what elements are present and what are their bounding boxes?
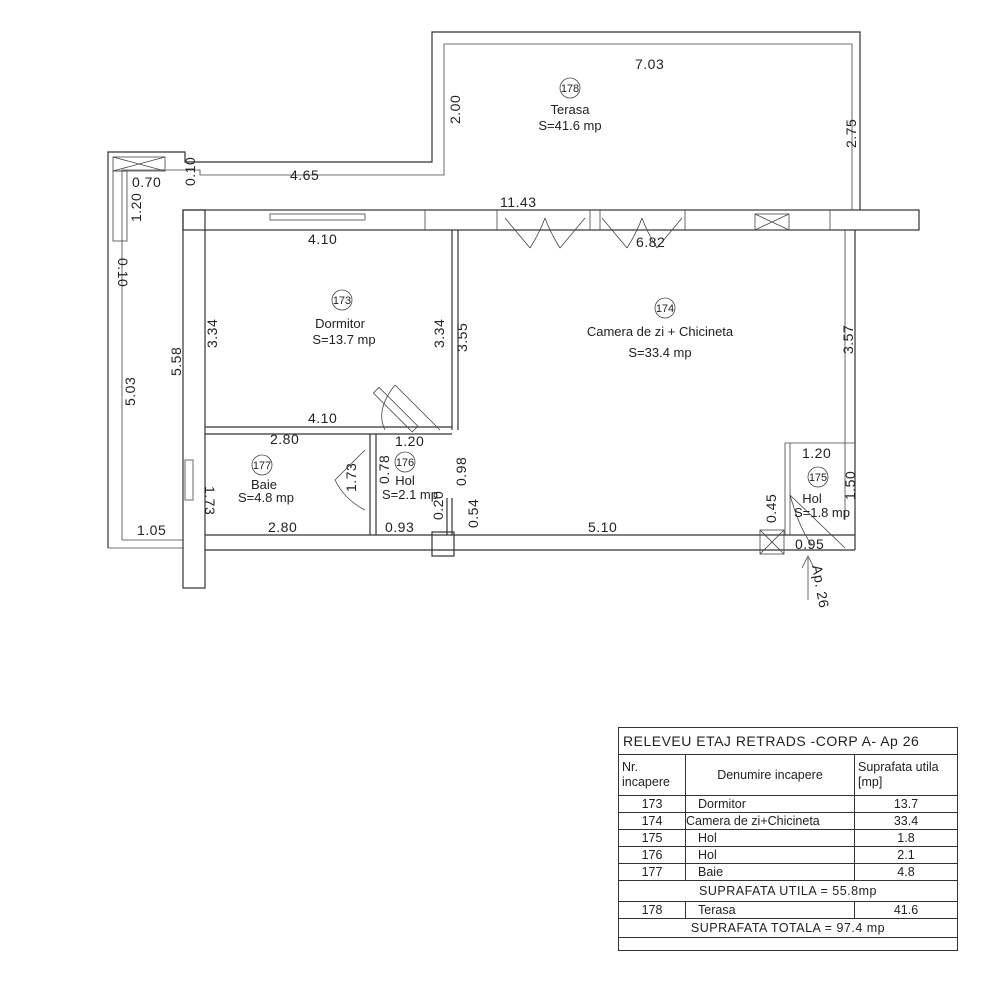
- dim-living-right: 3.57: [840, 325, 856, 354]
- dim-hall176-top: 1.20: [395, 433, 424, 449]
- useful-total: SUPRAFATA UTILA = 55.8mp: [619, 880, 957, 902]
- dim-small-wall: 0.20: [430, 491, 446, 520]
- room-176-label: 176 Hol S=2.1 mp: [382, 451, 438, 502]
- room-name: Baie: [251, 477, 277, 492]
- dim-terrace-left: 2.00: [447, 95, 463, 124]
- dim-hall176-w: 0.78: [376, 455, 392, 484]
- room-name: Dormitor: [315, 316, 366, 331]
- dimension-labels: 7.03 2.00 2.75 0.10 4.65 11.43 0.70 1.20…: [115, 56, 859, 552]
- dim-window-h: 1.20: [128, 193, 144, 222]
- dim-bath-left: 1.73: [202, 486, 218, 515]
- dim-hall176-bottom-right: 0.54: [465, 499, 481, 528]
- legend-header-row: Nr. incapere Denumire incapere Suprafata…: [619, 755, 957, 796]
- room-area: S=33.4 mp: [628, 345, 691, 360]
- header-name: Denumire incapere: [685, 755, 855, 796]
- room-173-label: 173 Dormitor S=13.7 mp: [312, 289, 376, 347]
- terrace-outline: [107, 31, 861, 549]
- dim-hall176-door: 1.73: [343, 463, 359, 492]
- room-number: 174: [656, 303, 674, 315]
- dim-hall176-right: 0.98: [453, 457, 469, 486]
- table-row: 176 Hol 2.1: [619, 846, 957, 864]
- room-number: 175: [809, 472, 827, 484]
- room-174-label: 174 Camera de zi + Chicineta S=33.4 mp: [587, 297, 734, 360]
- dim-hall175-bottom: 0.95: [795, 536, 824, 552]
- table-row: 175 Hol 1.8: [619, 829, 957, 847]
- dim-bedroom-left: 3.34: [204, 319, 220, 348]
- room-name: Hol: [802, 491, 822, 506]
- dim-bath-bottom: 2.80: [268, 519, 297, 535]
- dim-outer-left: 5.03: [122, 377, 138, 406]
- dim-terrace-width: 7.03: [635, 56, 664, 72]
- apartment-walls: [182, 209, 920, 600]
- dim-window-w: 0.70: [132, 174, 161, 190]
- cell-name: Dormitor: [685, 795, 855, 813]
- room-area: S=41.6 mp: [538, 118, 601, 133]
- room-number: 177: [253, 460, 271, 472]
- dim-parapet-length: 4.65: [290, 167, 319, 183]
- parapet-window: [112, 156, 166, 242]
- grand-total-row: SUPRAFATA TOTALA = 97.4 mp: [619, 918, 957, 938]
- table-row: 178 Terasa 41.6: [619, 901, 957, 919]
- room-number: 173: [333, 295, 351, 307]
- room-name: Terasa: [550, 102, 590, 117]
- cell-area: 33.4: [854, 812, 957, 830]
- dim-living-window: 6.82: [636, 234, 665, 250]
- dim-living-bottom: 5.10: [588, 519, 617, 535]
- cell-name: Camera de zi+Chicineta: [685, 812, 855, 830]
- legend-title: RELEVEU ETAJ RETRADS -CORP A- Ap 26: [619, 728, 957, 755]
- room-area: S=13.7 mp: [312, 332, 375, 347]
- dim-hall176-bottom: 0.93: [385, 519, 414, 535]
- dim-total-left: 5.58: [168, 347, 184, 376]
- dim-bedroom-right: 3.34: [431, 319, 447, 348]
- cell-nr: 177: [619, 863, 686, 881]
- dim-inner-wall: 3.55: [454, 323, 470, 352]
- entrance-label: Ap. 26: [809, 564, 832, 610]
- dim-parapet-top: 0.10: [182, 157, 198, 186]
- grand-total: SUPRAFATA TOTALA = 97.4 mp: [619, 918, 957, 938]
- cell-name: Terasa: [685, 901, 855, 919]
- cell-area: 13.7: [854, 795, 957, 813]
- table-row: 173 Dormitor 13.7: [619, 795, 957, 813]
- dim-hall175-right: 1.50: [842, 471, 858, 500]
- cell-nr: 178: [619, 901, 686, 919]
- cell-nr: 173: [619, 795, 686, 813]
- room-177-label: 177 Baie S=4.8 mp: [238, 454, 294, 505]
- room-175-label: 175 Hol S=1.8 mp: [794, 466, 850, 520]
- dim-bath-top: 2.80: [270, 431, 299, 447]
- dim-hall175-left: 0.45: [763, 494, 779, 523]
- room-number: 178: [561, 83, 579, 95]
- header-nr: Nr. incapere: [619, 755, 686, 796]
- room-area: S=4.8 mp: [238, 490, 294, 505]
- cell-area: 2.1: [854, 846, 957, 864]
- dim-terrace-bottom: 1.05: [137, 522, 166, 538]
- legend-grid: Nr. incapere Denumire incapere Suprafata…: [619, 755, 957, 938]
- cell-area: 1.8: [854, 829, 957, 847]
- room-name: Hol: [395, 473, 415, 488]
- dim-parapet-left: 0.10: [115, 258, 131, 287]
- dim-overall-width: 11.43: [500, 194, 537, 210]
- cell-name: Baie: [685, 863, 855, 881]
- dim-bedroom-top: 4.10: [308, 231, 337, 247]
- header-area: Suprafata utila [mp]: [854, 755, 957, 796]
- dim-terrace-right: 2.75: [843, 119, 859, 148]
- room-area: S=2.1 mp: [382, 487, 438, 502]
- cell-area: 41.6: [854, 901, 957, 919]
- dim-bedroom-bottom: 4.10: [308, 410, 337, 426]
- table-row: 177 Baie 4.8: [619, 863, 957, 881]
- room-name: Camera de zi + Chicineta: [587, 324, 734, 339]
- useful-total-row: SUPRAFATA UTILA = 55.8mp: [619, 880, 957, 902]
- cell-nr: 176: [619, 846, 686, 864]
- cell-area: 4.8: [854, 863, 957, 881]
- table-row: 174 Camera de zi+Chicineta 33.4: [619, 812, 957, 830]
- room-178-label: 178 Terasa S=41.6 mp: [538, 77, 602, 133]
- cell-nr: 175: [619, 829, 686, 847]
- cell-name: Hol: [685, 846, 855, 864]
- dim-hall175-top: 1.20: [802, 445, 831, 461]
- room-area: S=1.8 mp: [794, 505, 850, 520]
- area-legend-table: RELEVEU ETAJ RETRADS -CORP A- Ap 26 Nr. …: [618, 727, 958, 951]
- cell-nr: 174: [619, 812, 686, 830]
- room-number: 176: [396, 457, 414, 469]
- cell-name: Hol: [685, 829, 855, 847]
